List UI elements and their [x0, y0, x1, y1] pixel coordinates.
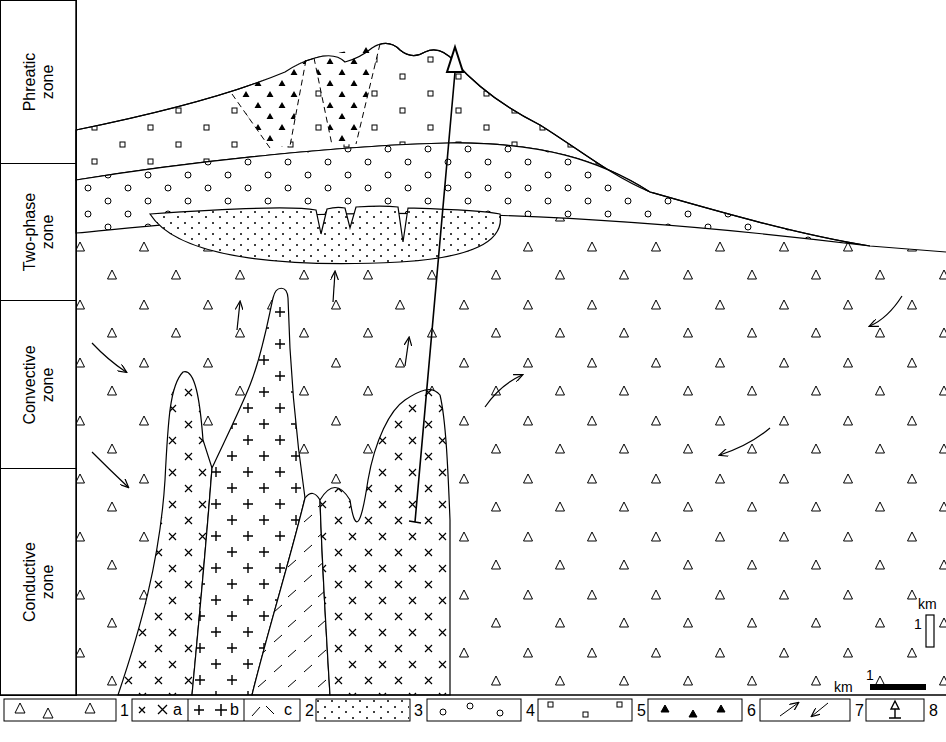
legend-number: 5: [637, 703, 646, 719]
drawing-part: [194, 704, 227, 716]
drawing-part: [320, 390, 450, 695]
drawing-part: [405, 338, 409, 366]
drawing-part: [188, 699, 244, 721]
drawing-part: [780, 703, 798, 716]
drawing-part: [812, 703, 828, 716]
drawing-part: [720, 428, 770, 455]
drawing-part: [232, 60, 306, 148]
scale-label: km: [834, 680, 853, 694]
legend-sublabel: c: [284, 702, 292, 718]
drawing-part: [409, 72, 455, 523]
drawing-part: [15, 703, 95, 718]
zone-band: Two-phase zone: [0, 163, 77, 301]
drawing-part: [440, 709, 446, 715]
legend-sublabel: b: [230, 702, 239, 718]
drawing-part: [76, 43, 946, 695]
drawing-part: [870, 296, 902, 326]
legend-number: 4: [526, 703, 535, 719]
drawing-part: [866, 699, 924, 721]
legend-number: 1: [120, 703, 129, 719]
drawing-part: [447, 47, 463, 72]
scale-label: 1: [914, 617, 922, 631]
drawing-part: [320, 390, 450, 695]
drawing-part: [252, 706, 274, 716]
drawing-part: [252, 493, 330, 695]
drawing-part: [232, 60, 306, 148]
drawing-part: [467, 703, 473, 709]
scale-label: km: [918, 597, 937, 611]
drawing-part: [583, 712, 588, 717]
drawing-part: [76, 43, 946, 252]
drawing-part: [314, 44, 380, 145]
drawing-part: [548, 702, 553, 707]
drawing-part: [485, 375, 522, 407]
drawing-part: [237, 302, 240, 330]
zone-label: Phreatic zone: [20, 37, 57, 127]
drawing-part: [317, 700, 409, 720]
legend-number: 2: [305, 703, 314, 719]
drawing-part: [232, 60, 306, 148]
drawing-part: [891, 701, 899, 709]
drawing-part: [760, 699, 850, 721]
drawing-part: [4, 699, 116, 721]
drawing-part: [427, 699, 521, 721]
zone-band: Phreatic zone: [0, 0, 77, 164]
drawing-part: [617, 702, 622, 707]
drawing-part: [926, 615, 934, 647]
drawing-part: [870, 684, 926, 690]
drawing-part: [4, 699, 924, 721]
drawing-part: [314, 44, 380, 145]
zone-band: Conductive zone: [0, 468, 77, 696]
drawing-part: [92, 452, 128, 487]
drawing-part: [252, 493, 330, 695]
drawing-part: [333, 272, 335, 302]
drawing-part: [139, 705, 167, 714]
drawing-part: [648, 699, 742, 721]
legend-number: 3: [414, 703, 423, 719]
drawing-part: [92, 343, 126, 372]
zone-band: Convective zone: [0, 300, 77, 469]
zone-label: Conductive zone: [20, 537, 57, 627]
legend-sublabel: a: [173, 702, 182, 718]
drawing-part: [661, 705, 725, 717]
drawing-part: [92, 272, 902, 487]
scale-label: 1: [866, 668, 874, 682]
drawing-part: [538, 699, 632, 721]
zone-label: Two-phase zone: [20, 187, 57, 277]
drawing-part: [314, 44, 380, 145]
drawing-part: [0, 0, 946, 695]
zone-label: Convective zone: [20, 340, 57, 430]
legend-number: 8: [929, 703, 938, 719]
drawing-part: [150, 206, 500, 263]
drawing-part: [150, 206, 500, 263]
drawing-part: [132, 699, 300, 721]
legend-number: 6: [747, 703, 756, 719]
drawing-part: [497, 710, 503, 716]
legend-number: 7: [855, 703, 864, 719]
drawing-part: [316, 699, 410, 721]
